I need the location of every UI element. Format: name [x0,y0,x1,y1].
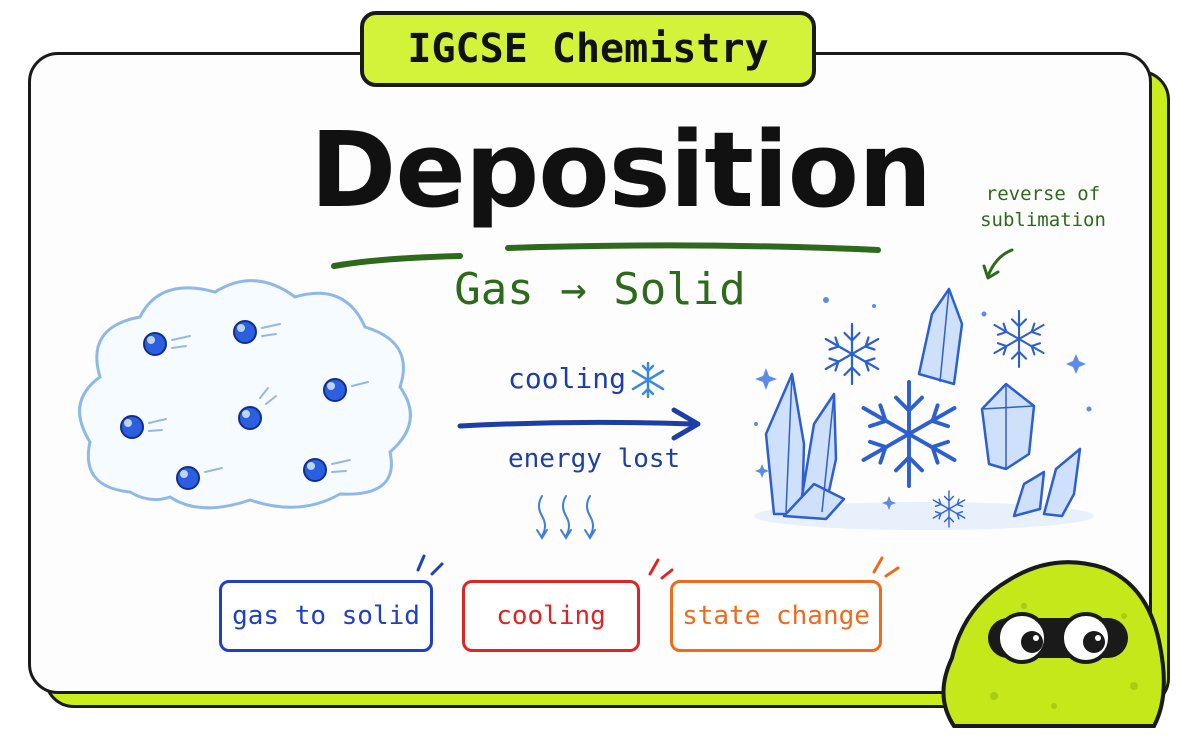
side-note: reverse of sublimation [980,183,1106,231]
tag-cooling: cooling [462,580,640,652]
subtitle: Gas → Solid [454,264,746,315]
tag-gas-to-solid: gas to solid [219,580,433,652]
tag-state-change: state change [670,580,882,652]
energy-label: energy lost [508,444,681,474]
arrow-right-icon [457,407,701,441]
curved-arrow-icon [982,248,1014,280]
cooling-label: cooling [508,362,627,395]
mascot-blob-icon [941,560,1166,728]
ice-crystal-icon [754,287,1094,530]
page-title: Deposition [310,109,932,231]
gas-cloud [78,279,412,510]
snowflake-icon [631,361,665,399]
subject-badge: IGCSE Chemistry [360,11,816,87]
heat-loss-arrows-icon [536,495,596,540]
